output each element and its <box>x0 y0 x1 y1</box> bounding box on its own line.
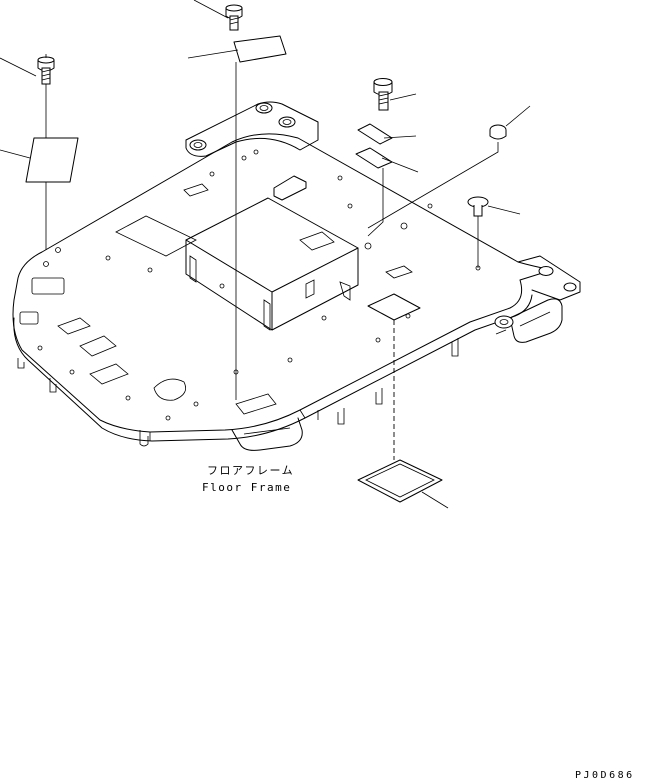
floor-cover-plate <box>367 293 421 321</box>
part-name-jp: フロアフレーム <box>207 464 294 477</box>
bolt-top <box>225 4 243 31</box>
right-side-bracket <box>494 255 581 343</box>
caution-plate-top <box>233 35 287 63</box>
shim-plate-b <box>355 147 393 169</box>
plate-cutouts <box>19 183 507 415</box>
rear-mounting-bracket <box>185 101 319 157</box>
assembly-lines <box>45 62 499 460</box>
floor-mat-lower <box>357 459 443 503</box>
leader-lines <box>0 0 531 509</box>
shim-plate-a <box>357 123 393 145</box>
bolt-left <box>37 54 55 85</box>
part-name-en: Floor Frame <box>202 481 291 494</box>
central-raised-box <box>115 197 359 331</box>
lower-flange-tabs <box>17 338 459 447</box>
drawing-code: PJ0D686 <box>575 770 635 781</box>
harness-clip <box>273 175 307 201</box>
label-plate-left <box>25 137 79 183</box>
floor-frame-plate <box>12 133 553 442</box>
bolt-right <box>373 78 393 111</box>
plate-holes <box>37 149 481 421</box>
push-rivet <box>467 196 489 217</box>
front-step-handle <box>231 417 303 451</box>
rubber-plug <box>489 124 507 140</box>
